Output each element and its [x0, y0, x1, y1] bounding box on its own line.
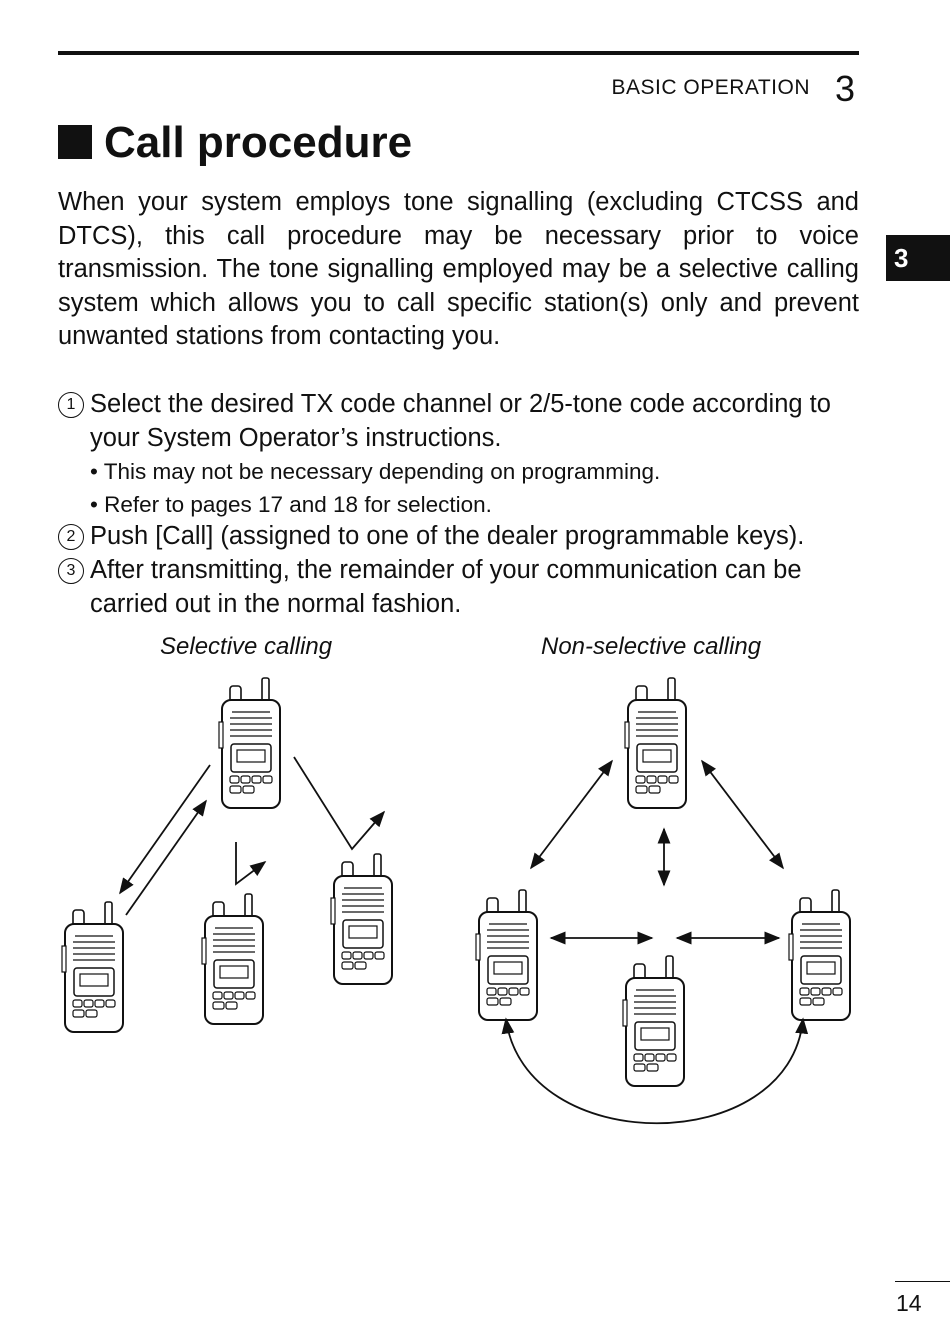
radio-icon — [622, 955, 685, 1087]
arrow-icon — [293, 756, 386, 851]
arrow-icon — [501, 1017, 809, 1125]
arrow-icon — [119, 764, 211, 895]
radio-icon — [624, 677, 687, 809]
arrow-icon — [701, 759, 784, 870]
radio-icon — [201, 893, 264, 1025]
radio-icon — [788, 889, 851, 1021]
step-2: 2 Push [Call] (assigned to one of the de… — [58, 520, 859, 554]
step-3: 3 After transmitting, the remainder of y… — [58, 554, 859, 621]
step-1-number: 1 — [58, 392, 84, 418]
step-2-text: Push [Call] (assigned to one of the deal… — [90, 522, 805, 550]
chapter-tab: 3 — [886, 235, 950, 281]
top-rule — [58, 51, 859, 55]
step-3-number: 3 — [58, 558, 84, 584]
step-1-text: Select the desired TX code channel or 2/… — [90, 390, 831, 452]
arrow-icon — [125, 799, 207, 916]
intro-paragraph: When your system employs tone signalling… — [58, 188, 859, 350]
step-1: 1 Select the desired TX code channel or … — [58, 388, 859, 455]
radio-icon — [475, 889, 538, 1021]
arrow-icon — [235, 842, 267, 886]
page-number: 14 — [896, 1290, 922, 1316]
step-2-number: 2 — [58, 524, 84, 550]
caption-non-selective: Non-selective calling — [541, 633, 762, 660]
page-title-text: Call procedure — [104, 118, 413, 167]
radio-icon — [218, 677, 281, 809]
page-number-rule — [895, 1281, 950, 1282]
radio-icon — [61, 901, 124, 1033]
chapter-number: 3 — [835, 68, 856, 109]
page-title: Call procedure — [58, 118, 412, 168]
bullet-note-2: • Refer to pages 17 and 18 for selection… — [90, 492, 492, 517]
calling-diagram — [61, 677, 851, 1125]
square-bullet-icon — [58, 125, 92, 159]
section-header: BASIC OPERATION — [611, 76, 810, 99]
bullet-note-1: • This may not be necessary depending on… — [90, 459, 661, 484]
caption-selective: Selective calling — [160, 633, 333, 660]
radio-icon — [330, 853, 393, 985]
step-3-text: After transmitting, the remainder of you… — [90, 556, 802, 618]
arrow-icon — [530, 759, 613, 870]
